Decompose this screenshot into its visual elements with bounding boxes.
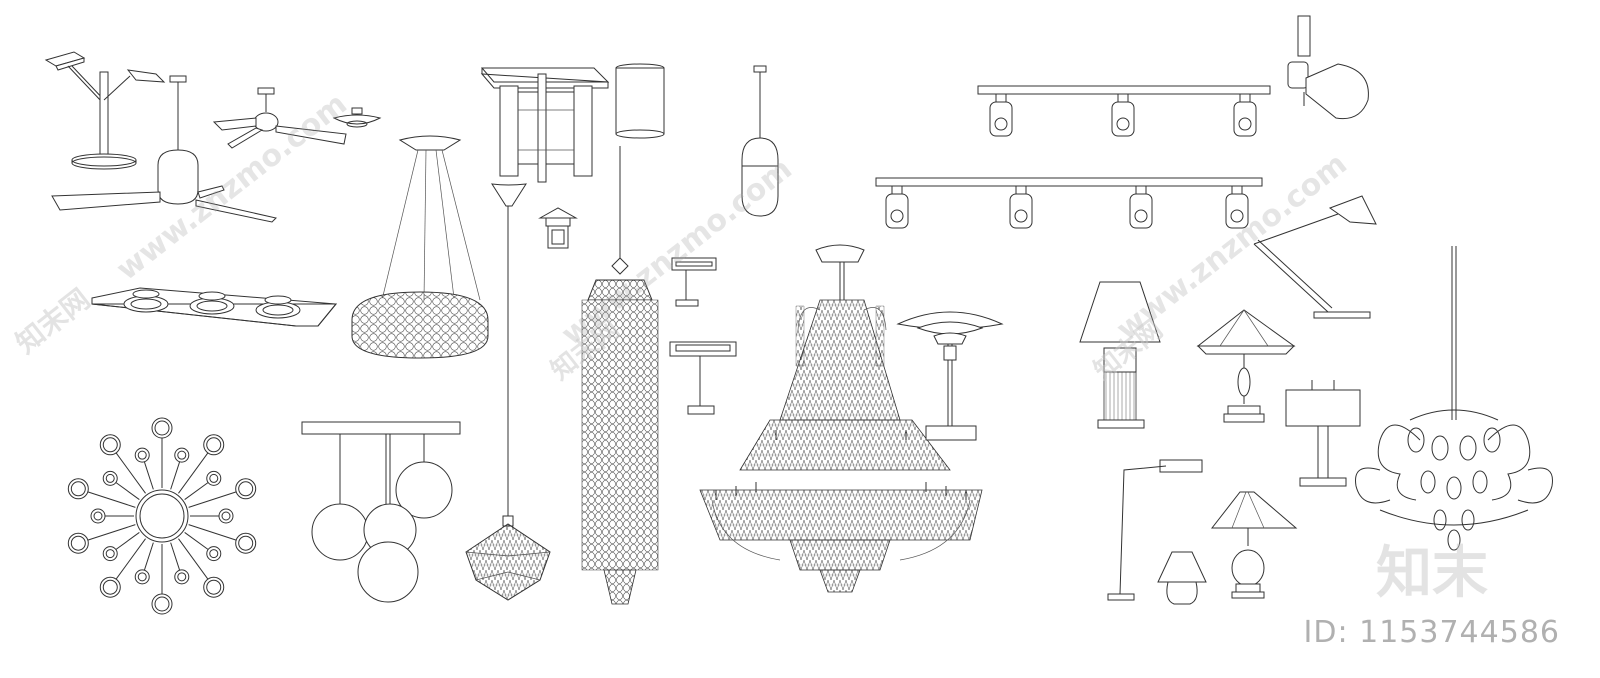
ceiling-fan-large — [52, 76, 276, 222]
track-light-3 — [978, 86, 1270, 136]
reading-floor-lamp — [1108, 460, 1202, 600]
piano-lamps — [670, 258, 736, 414]
flush-cylinder-lantern — [482, 68, 608, 182]
desk-lamp — [46, 52, 164, 169]
track-light-4 — [876, 178, 1262, 228]
flush-mount — [334, 108, 380, 127]
watermark-id: ID: 1153744586 — [1303, 615, 1560, 650]
baluster-lamp — [1212, 492, 1296, 598]
small-table-lamp — [1158, 552, 1206, 604]
recessed-triple-downlight — [92, 288, 336, 326]
crystal-chandelier — [700, 245, 982, 592]
bubble-pendant — [352, 136, 488, 358]
scroll-chandelier — [1356, 246, 1553, 550]
beaded-chandelier — [582, 146, 658, 604]
drum-table-lamp — [1286, 380, 1360, 486]
cone-pendant-artichoke — [466, 184, 550, 600]
pill-pendant — [742, 66, 778, 216]
mushroom-floor-lamp — [898, 312, 1002, 440]
tiffany-lamp — [1198, 310, 1294, 422]
watermark-logo: 知末 — [1376, 541, 1488, 606]
ceiling-fan-small — [214, 88, 346, 148]
sputnik-wall-lamp — [68, 418, 255, 614]
wall-lantern — [540, 208, 576, 248]
table-lamp-shade — [1080, 282, 1160, 428]
cylinder-shade — [616, 64, 664, 138]
architect-lamp — [1254, 196, 1376, 318]
spotlight — [1288, 16, 1368, 119]
globe-cluster-pendant — [302, 422, 460, 602]
